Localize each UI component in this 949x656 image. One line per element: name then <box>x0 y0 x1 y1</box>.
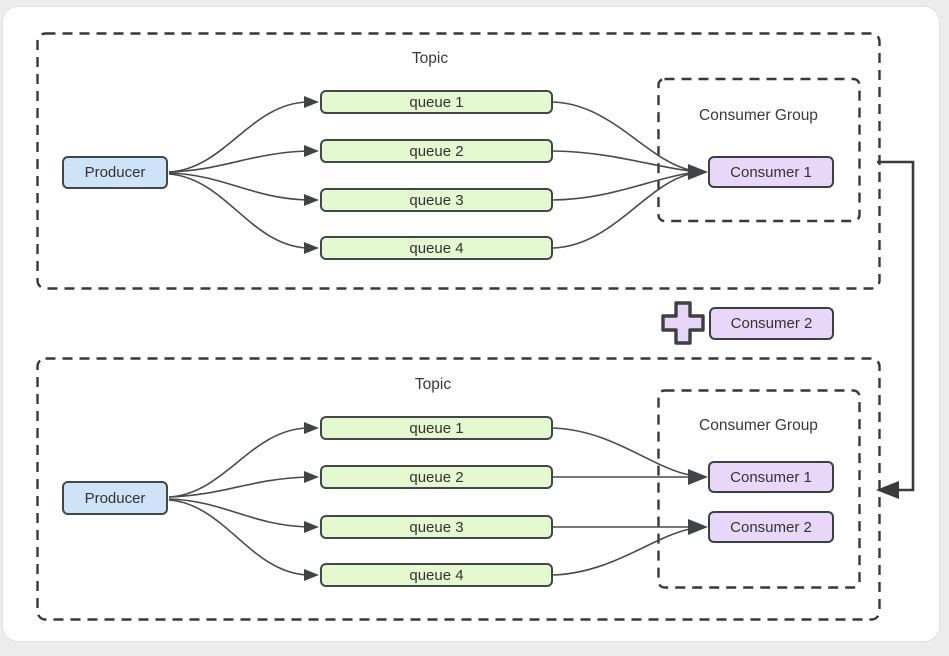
bottom-consumer1-arrowhead <box>688 469 708 485</box>
queue-node: queue 1 <box>320 90 553 114</box>
topic-label: Topic <box>414 376 452 393</box>
bottom-producer-arrowheads <box>304 422 319 581</box>
queue-node: queue 1 <box>320 416 553 440</box>
consumer-group-label: Consumer Group <box>699 417 818 434</box>
added-consumer-node: Consumer 2 <box>709 307 834 340</box>
top-producer-arrows <box>168 101 308 249</box>
top-consumer-arrows <box>552 101 691 249</box>
group-connector-arrowhead <box>876 481 899 499</box>
producer-node: Producer <box>62 481 168 515</box>
bottom-producer-arrows <box>168 427 308 576</box>
queue-node: queue 4 <box>320 563 553 587</box>
group-connector-line <box>877 160 915 492</box>
queue-node: queue 3 <box>320 188 553 212</box>
consumer-group-label: Consumer Group <box>699 107 818 124</box>
bottom-consumer-arrows <box>552 427 691 576</box>
queue-node: queue 4 <box>320 236 553 260</box>
queue-node: queue 2 <box>320 465 553 489</box>
consumer-node: Consumer 1 <box>708 461 834 493</box>
queue-node: queue 3 <box>320 515 553 539</box>
topic-label: Topic <box>411 50 449 67</box>
plus-icon <box>661 301 705 345</box>
consumer-node: Consumer 2 <box>708 511 834 543</box>
consumer-group-box-top <box>657 77 861 223</box>
bottom-consumer2-arrowhead <box>688 519 708 535</box>
producer-node: Producer <box>62 156 168 189</box>
consumer-group-box-bottom <box>657 389 861 589</box>
queue-node: queue 2 <box>320 139 553 163</box>
top-producer-arrowheads <box>304 96 319 254</box>
top-consumer-arrowhead <box>688 164 708 180</box>
consumer-node: Consumer 1 <box>708 156 834 188</box>
